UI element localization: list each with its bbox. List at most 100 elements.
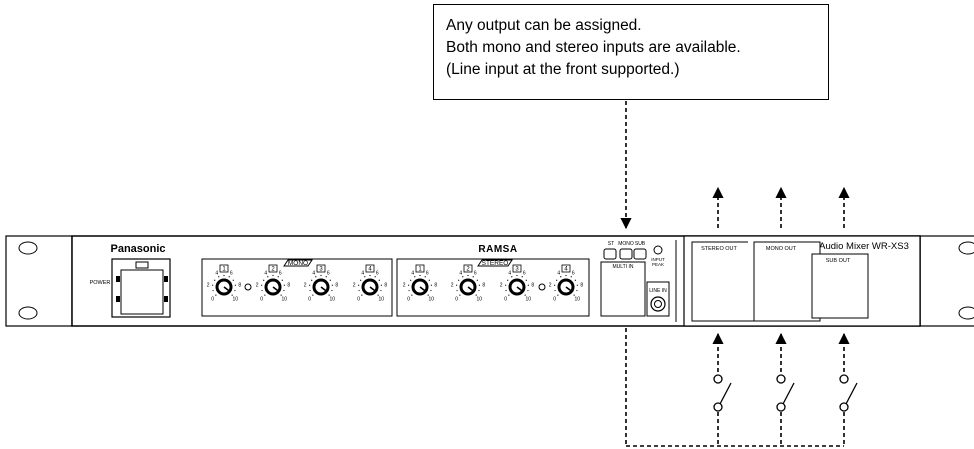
scale-dot bbox=[283, 284, 285, 286]
knob-pointer bbox=[565, 286, 572, 292]
scale-dot bbox=[516, 274, 518, 277]
scale-label: 0 bbox=[407, 296, 410, 302]
stereo-peak-led-icon bbox=[538, 283, 546, 291]
scale-label: 0 bbox=[553, 296, 556, 302]
rack-ear-left bbox=[5, 235, 73, 327]
stereo-out-box bbox=[691, 241, 763, 322]
scale-dot bbox=[408, 284, 410, 286]
ramsa-logo: RAMSA bbox=[478, 244, 517, 255]
scale-dot bbox=[263, 279, 265, 281]
scale-label: 6 bbox=[474, 271, 477, 277]
scale-label: 6 bbox=[376, 271, 379, 277]
scale-dot bbox=[430, 289, 432, 292]
assign-label-mono: MONO bbox=[618, 241, 634, 247]
scale-dot bbox=[419, 274, 421, 277]
stereo-input-section bbox=[396, 258, 590, 317]
line-in-jack[interactable] bbox=[650, 296, 666, 312]
scale-dot bbox=[554, 284, 556, 286]
channel-number-box bbox=[365, 264, 375, 273]
channel-number-box bbox=[463, 264, 473, 273]
channel-number-box bbox=[268, 264, 278, 273]
scale-label: 8 bbox=[531, 282, 534, 288]
scale-dot bbox=[312, 294, 314, 296]
scale-dot bbox=[476, 279, 478, 281]
scale-label: 10 bbox=[282, 296, 288, 302]
scale-dot bbox=[369, 274, 371, 277]
scale-dot bbox=[554, 289, 556, 292]
scale-dot bbox=[411, 294, 413, 296]
power-switch[interactable] bbox=[111, 258, 171, 318]
scale-dot bbox=[309, 284, 311, 286]
scale-dot bbox=[428, 279, 430, 281]
scale-label: 6 bbox=[572, 271, 575, 277]
scale-label: 0 bbox=[211, 296, 214, 302]
channel-number: 3 bbox=[515, 267, 519, 273]
mono-out-box bbox=[753, 241, 821, 322]
scale-label: 0 bbox=[308, 296, 311, 302]
knob-pointer bbox=[320, 286, 327, 292]
rack-hole-icon bbox=[958, 241, 974, 255]
scale-dot bbox=[565, 274, 567, 277]
assign-sub-button[interactable] bbox=[633, 248, 647, 260]
knob-pointer bbox=[467, 286, 474, 292]
channel-number: 4 bbox=[564, 267, 568, 273]
mono-input-section bbox=[201, 258, 393, 317]
scale-dot bbox=[261, 289, 263, 292]
scale-dot bbox=[475, 294, 477, 296]
scale-dot bbox=[511, 276, 513, 278]
knob-pointer bbox=[516, 286, 523, 292]
scale-dot bbox=[573, 294, 575, 296]
scale-label: 8 bbox=[434, 282, 437, 288]
scale-dot bbox=[315, 276, 317, 278]
channel-number: 2 bbox=[466, 267, 470, 273]
mono-label-tab: MONO bbox=[283, 259, 313, 267]
channel-number-box bbox=[512, 264, 522, 273]
channel-number-box bbox=[316, 264, 326, 273]
channel-number: 1 bbox=[222, 267, 226, 273]
scale-dot bbox=[380, 284, 382, 286]
scale-label: 8 bbox=[384, 282, 387, 288]
signal-lines bbox=[620, 101, 850, 447]
scale-dot bbox=[508, 294, 510, 296]
scale-dot bbox=[557, 294, 559, 296]
scale-dot bbox=[505, 284, 507, 286]
scale-dot bbox=[556, 279, 558, 281]
scale-label: 2 bbox=[304, 282, 307, 288]
scale-dot bbox=[377, 294, 379, 296]
scale-dot bbox=[214, 279, 216, 281]
scale-dot bbox=[427, 294, 429, 296]
scale-dot bbox=[223, 274, 225, 277]
callout-line-2: Both mono and stereo inputs are availabl… bbox=[446, 39, 741, 56]
channel-number: 1 bbox=[418, 267, 422, 273]
mono-out-label: MONO OUT bbox=[766, 246, 797, 252]
scale-label: 6 bbox=[279, 271, 282, 277]
scale-dot bbox=[267, 276, 269, 278]
scale-dot bbox=[232, 279, 234, 281]
scale-dot bbox=[212, 284, 214, 286]
channel-number-box bbox=[219, 264, 229, 273]
scale-label: 2 bbox=[207, 282, 210, 288]
channel-number: 3 bbox=[319, 267, 323, 273]
scale-label: 10 bbox=[379, 296, 385, 302]
scale-label: 0 bbox=[260, 296, 263, 302]
knob-pointer bbox=[223, 286, 230, 292]
model-label: Audio Mixer WR-XS3 bbox=[819, 241, 909, 252]
assign-mono-button[interactable] bbox=[619, 248, 633, 260]
scale-dot bbox=[458, 279, 460, 281]
assign-st-button[interactable] bbox=[603, 248, 617, 260]
scale-dot bbox=[524, 294, 526, 296]
scale-dot bbox=[358, 289, 360, 292]
scale-dot bbox=[576, 284, 578, 286]
scale-dot bbox=[467, 274, 469, 277]
scale-dot bbox=[361, 294, 363, 296]
scale-dot bbox=[478, 289, 480, 292]
scale-label: 4 bbox=[459, 271, 462, 277]
